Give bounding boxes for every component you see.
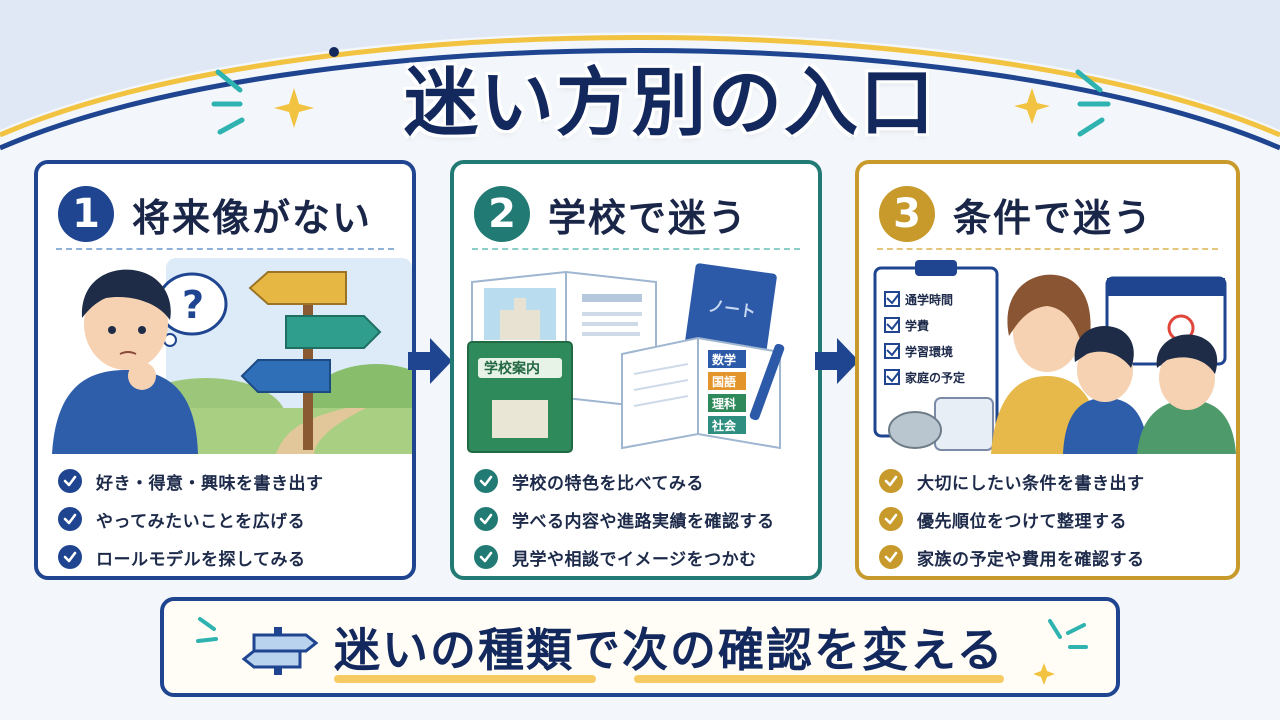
page-title: 迷い方別の入口 — [404, 59, 936, 146]
checkmark-icon — [879, 469, 903, 493]
check-text: 学校の特色を比べてみる — [512, 473, 704, 494]
school-guides-illustration: ノート 学校案内 数学 国語 理科 社会 — [467, 263, 785, 453]
panel-number-badge: 3 — [879, 186, 935, 242]
check-item: 学べる内容や進路実績を確認する — [474, 500, 808, 538]
panel-number-badge: 1 — [58, 186, 114, 242]
checkmark-icon — [58, 545, 82, 569]
bottom-message: 迷いの種類で次の確認を変える — [334, 623, 1005, 677]
highlight-underline — [334, 675, 596, 683]
check-list: 学校の特色を比べてみる 学べる内容や進路実績を確認する 見学や相談でイメージをつ… — [474, 462, 808, 576]
check-text: 学べる内容や進路実績を確認する — [512, 511, 775, 532]
checkmark-icon — [58, 469, 82, 493]
checkmark-icon — [474, 545, 498, 569]
panel-title: 将来像がない — [132, 195, 373, 240]
check-text: 家族の予定や費用を確認する — [917, 549, 1145, 570]
check-list: 好き・得意・興味を書き出す やってみたいことを広げる ロールモデルを探してみる — [58, 462, 402, 576]
check-text: 好き・得意・興味を書き出す — [96, 473, 324, 494]
checkmark-icon — [879, 507, 903, 531]
divider — [472, 248, 800, 250]
highlight-underline — [634, 675, 1004, 683]
subject-label: 社会 — [711, 418, 737, 433]
panel-title: 条件で迷う — [953, 195, 1154, 240]
check-item: ロールモデルを探してみる — [58, 538, 402, 576]
checklist-item: 通学時間 — [905, 292, 953, 307]
check-item: 優先順位をつけて整理する — [879, 500, 1226, 538]
checkmark-icon — [58, 507, 82, 531]
sparkle-lines-right — [1075, 69, 1111, 137]
sparkle-lines-left — [211, 69, 245, 135]
signpost-icon — [241, 627, 319, 675]
family-conditions-illustration: 通学時間 学費 学習環境 家庭の予定 — [873, 260, 1236, 454]
arrow-right-icon — [815, 338, 859, 384]
panel-header: 2 学校で迷う — [474, 184, 748, 244]
checkmark-icon — [474, 507, 498, 531]
divider — [877, 248, 1218, 250]
school-guide-label: 学校案内 — [484, 360, 540, 377]
panel-number-badge: 2 — [474, 186, 530, 242]
panel-title: 学校で迷う — [548, 195, 749, 240]
check-text: 優先順位をつけて整理する — [917, 511, 1127, 532]
divider — [56, 248, 394, 250]
panel-header: 3 条件で迷う — [879, 184, 1153, 244]
check-item: 大切にしたい条件を書き出す — [879, 462, 1226, 500]
bottom-message-banner: 迷いの種類で次の確認を変える — [160, 597, 1120, 697]
check-list: 大切にしたい条件を書き出す 優先順位をつけて整理する 家族の予定や費用を確認する — [879, 462, 1226, 576]
check-text: 大切にしたい条件を書き出す — [917, 473, 1145, 494]
panel-no-future-vision: 1 将来像がない ? 好き・得意・興味を書き出す やってみたいことを広げる — [34, 160, 416, 580]
check-item: 好き・得意・興味を書き出す — [58, 462, 402, 500]
checkmark-icon — [474, 469, 498, 493]
check-item: 家族の予定や費用を確認する — [879, 538, 1226, 576]
checklist-item: 家庭の予定 — [905, 370, 965, 385]
checklist-item: 学費 — [905, 318, 929, 333]
check-text: やってみたいことを広げる — [96, 511, 306, 532]
checklist-item: 学習環境 — [905, 344, 953, 359]
sparkle-lines-icon — [196, 617, 218, 643]
sparkle-icon — [1034, 619, 1088, 685]
panel-school-choice: 2 学校で迷う ノート 学校案内 数学 国語 理科 社会 — [450, 160, 822, 580]
panel-header: 1 将来像がない — [58, 184, 372, 244]
check-text: 見学や相談でイメージをつかむ — [512, 549, 757, 570]
sparkle-star-right — [1014, 88, 1050, 124]
panel-conditions: 3 条件で迷う 通学時間 学費 学習環境 家庭の予定 — [855, 160, 1240, 580]
check-item: 見学や相談でイメージをつかむ — [474, 538, 808, 576]
subject-label: 数学 — [712, 352, 736, 367]
checkmark-icon — [879, 545, 903, 569]
svg-text:?: ? — [182, 283, 204, 327]
sparkle-star-left — [274, 88, 314, 128]
check-item: やってみたいことを広げる — [58, 500, 402, 538]
subject-label: 国語 — [712, 374, 736, 389]
confused-student-signpost-illustration: ? — [52, 258, 412, 454]
check-text: ロールモデルを探してみる — [96, 549, 306, 570]
check-item: 学校の特色を比べてみる — [474, 462, 808, 500]
subject-label: 理科 — [712, 396, 736, 411]
arrow-right-icon — [408, 338, 452, 384]
